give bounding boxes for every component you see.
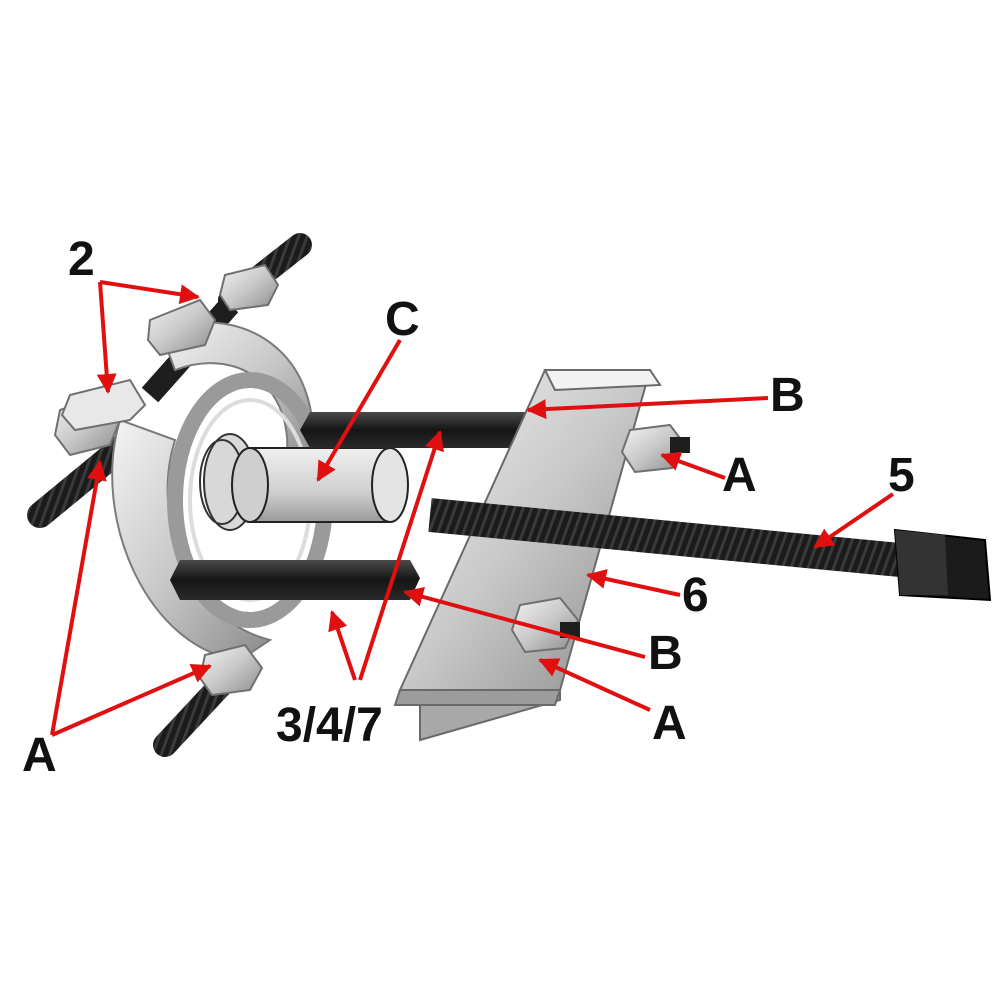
label-b-bottom: B [648, 627, 683, 680]
arrow-b-bottom [403, 587, 646, 659]
pointer-arrows [50, 280, 895, 737]
shaft-c [199, 433, 409, 531]
label-b-top: B [770, 369, 805, 422]
label-5: 5 [888, 449, 915, 502]
arrow-a-right-bottom [538, 658, 651, 712]
arrow-5 [813, 492, 895, 549]
label-6: 6 [682, 569, 709, 622]
label-a-right-bottom: A [652, 697, 687, 750]
arrow-6 [586, 569, 681, 597]
arrow-2-lower [96, 281, 117, 394]
arrow-a-right-top [660, 451, 726, 480]
label-a-left: A [22, 729, 57, 782]
label-a-right-top: A [722, 449, 757, 502]
arrow-a-left-lower [51, 664, 212, 737]
arrow-347-right [358, 430, 444, 681]
label-2: 2 [68, 233, 95, 286]
arrow-b-top [526, 396, 769, 420]
ring-nuts [53, 263, 280, 697]
arrow-a-left-upper [50, 460, 107, 736]
label-c: C [385, 293, 420, 346]
label-3-4-7: 3/4/7 [276, 699, 383, 752]
forcing-screw [428, 498, 992, 602]
arrow-c [316, 338, 402, 482]
arrow-347-left [328, 610, 357, 681]
crossbar-nuts [510, 423, 690, 654]
hex-bars [170, 412, 540, 600]
arrow-2-upper [99, 280, 200, 305]
